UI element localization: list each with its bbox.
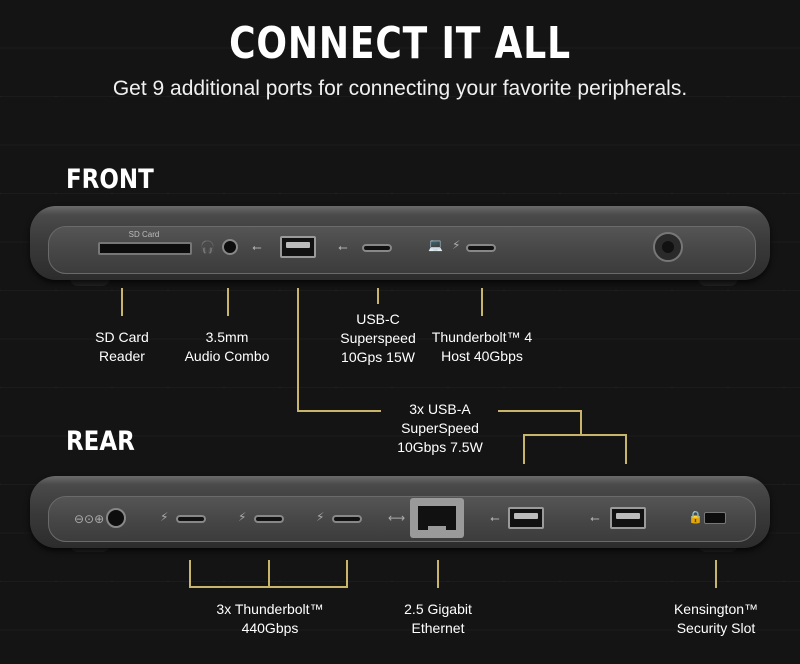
sd-slot-label: SD Card [128, 230, 160, 239]
rear-thunderbolt-port-2[interactable] [254, 515, 284, 523]
front-section-label: FRONT [66, 164, 154, 195]
rear-section-label: REAR [66, 426, 135, 457]
callout-line-usba-right [498, 410, 580, 412]
callout-line-tb-bracket [189, 586, 348, 588]
usb-icon: ⭠ [590, 511, 600, 525]
rear-usb-a-port-1[interactable] [508, 507, 544, 529]
front-usb-c-port[interactable] [362, 244, 392, 252]
usb-icon: ⭠ [338, 240, 348, 254]
callout-line-tb1 [189, 560, 191, 588]
callout-line-audio [227, 288, 229, 316]
lightning-icon: ⚡ [452, 238, 461, 252]
lock-icon: 🔒 [688, 510, 703, 524]
front-usb-a-port[interactable] [280, 236, 316, 258]
laptop-icon: 💻 [428, 238, 443, 252]
sd-card-slot[interactable] [98, 242, 192, 255]
callout-line-usba-left [297, 410, 381, 412]
dc-power-port[interactable] [106, 508, 126, 528]
lightning-icon: ⚡ [160, 510, 169, 524]
dc-power-icon: ⊖⊙⊕ [74, 512, 105, 526]
callout-line-kensington [715, 560, 717, 588]
power-button[interactable] [653, 232, 683, 262]
lightning-icon: ⚡ [316, 510, 325, 524]
callout-line-usba-drop [580, 410, 582, 434]
headphone-icon: 🎧 [200, 240, 215, 254]
audio-jack[interactable] [222, 239, 238, 255]
callout-line-usba-rear1 [523, 434, 525, 464]
usb-icon: ⭠ [252, 240, 262, 254]
lightning-icon: ⚡ [238, 510, 247, 524]
callout-line-ethernet [437, 560, 439, 588]
rear-usb-a-port-2[interactable] [610, 507, 646, 529]
callout-line-usba-rear2 [625, 434, 627, 464]
network-icon: ⟷ [388, 511, 406, 525]
callout-line-sd [121, 288, 123, 316]
callout-line-usbc [377, 288, 379, 304]
kensington-slot[interactable] [704, 512, 726, 524]
callout-line-tb3 [346, 560, 348, 588]
usb-icon: ⭠ [490, 511, 500, 525]
page-title: CONNECT IT ALL [229, 18, 571, 69]
callout-line-usba-bracket [523, 434, 627, 436]
callout-line-usba-front [297, 288, 299, 410]
rear-thunderbolt-port-1[interactable] [176, 515, 206, 523]
rear-thunderbolt-port-3[interactable] [332, 515, 362, 523]
callout-line-thunderbolt [481, 288, 483, 316]
ethernet-port[interactable] [410, 498, 464, 538]
page-subtitle: Get 9 additional ports for connecting yo… [112, 77, 688, 100]
front-thunderbolt-port[interactable] [466, 244, 496, 252]
callout-line-tb2 [268, 560, 270, 588]
